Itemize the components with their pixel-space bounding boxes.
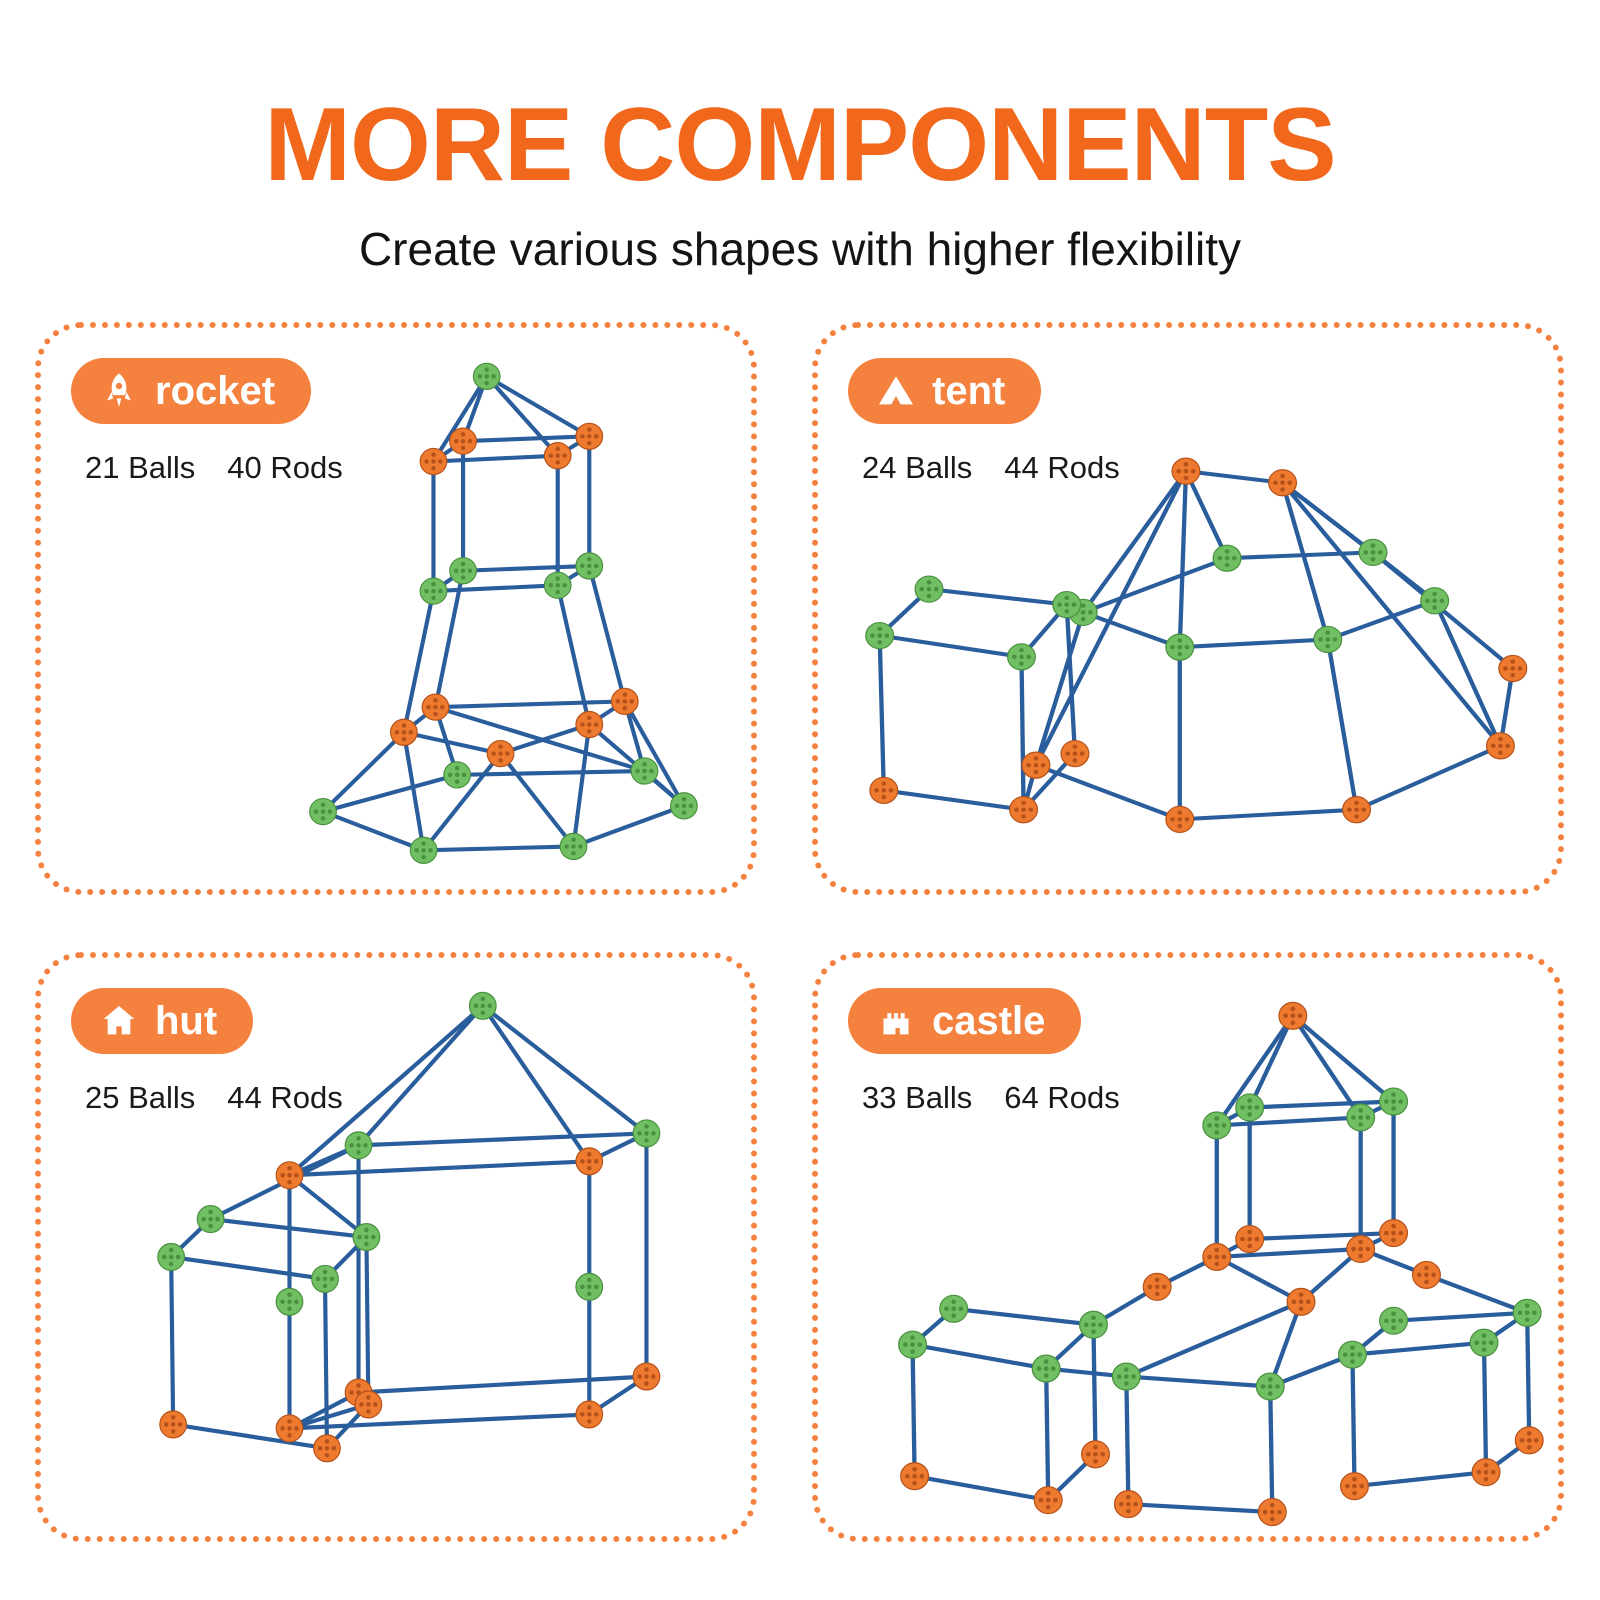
rocket-icon — [99, 371, 139, 411]
panel-rocket: rocket 21 Balls 40 Rods — [35, 322, 757, 895]
tent-label: tent — [932, 369, 1006, 413]
tent-illustration — [865, 457, 1528, 833]
castle-counts: 33 Balls 64 Rods — [862, 1080, 1120, 1116]
rocket-rods-count: 40 Rods — [227, 450, 343, 485]
house-icon — [99, 1001, 139, 1041]
rocket-balls-count: 21 Balls — [85, 450, 196, 485]
rocket-label: rocket — [155, 369, 276, 413]
tent-counts: 24 Balls 44 Rods — [862, 450, 1120, 486]
panel-castle: castle 33 Balls 64 Rods — [812, 952, 1564, 1542]
panel-hut: hut 25 Balls 44 Rods — [35, 952, 757, 1542]
hut-illustration — [157, 991, 661, 1463]
tent-icon — [876, 371, 916, 411]
panel-tent: tent 24 Balls 44 Rods — [812, 322, 1564, 895]
page-title: MORE COMPONENTS — [264, 87, 1336, 203]
hut-label: hut — [155, 999, 218, 1043]
rocket-illustration — [309, 362, 698, 864]
rocket-counts: 21 Balls 40 Rods — [85, 450, 343, 486]
hut-badge: hut — [71, 988, 254, 1054]
castle-icon — [876, 1001, 916, 1041]
castle-label: castle — [932, 999, 1046, 1043]
hut-counts: 25 Balls 44 Rods — [85, 1080, 343, 1116]
page-subtitle: Create various shapes with higher flexib… — [358, 223, 1242, 275]
tent-balls-count: 24 Balls — [862, 450, 973, 485]
tent-rods-count: 44 Rods — [1004, 450, 1120, 485]
castle-rods-count: 64 Rods — [1004, 1080, 1120, 1115]
tent-badge: tent — [848, 358, 1042, 424]
hut-balls-count: 25 Balls — [85, 1080, 196, 1115]
rocket-badge: rocket — [71, 358, 312, 424]
castle-illustration — [898, 1001, 1544, 1527]
hut-rods-count: 44 Rods — [227, 1080, 343, 1115]
castle-balls-count: 33 Balls — [862, 1080, 973, 1115]
castle-badge: castle — [848, 988, 1082, 1054]
